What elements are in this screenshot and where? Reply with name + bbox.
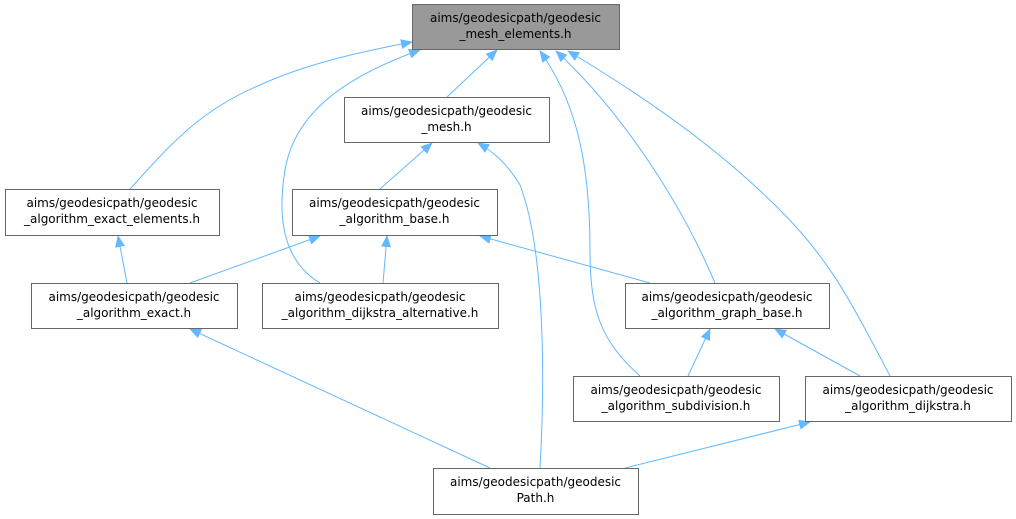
node-box	[262, 283, 499, 329]
node-label: aims/geodesicpath/geodesic	[450, 475, 621, 489]
node-box	[805, 376, 1012, 422]
node-label: _algorithm_exact_elements.h	[23, 212, 200, 226]
node-top: aims/geodesicpath/geodesic _mesh_elements…	[412, 4, 620, 50]
edge-subdivision-to-top	[539, 50, 641, 377]
node-dijkstra-alt[interactable]: aims/geodesicpath/geodesic _algorithm_dij…	[262, 283, 499, 329]
edge-dijkstra_alt-to-base	[381, 235, 392, 284]
edge-path-to-dijkstra	[624, 419, 811, 469]
node-exact[interactable]: aims/geodesicpath/geodesic _algorithm_exa…	[31, 283, 238, 329]
node-label: aims/geodesicpath/geodesic	[590, 383, 761, 397]
node-dijkstra[interactable]: aims/geodesicpath/geodesic _algorithm_dij…	[805, 376, 1012, 422]
edge-dijkstra-to-graph_base	[774, 328, 861, 377]
edge-mesh-to-top	[446, 49, 498, 98]
node-label: aims/geodesicpath/geodesic	[430, 11, 601, 25]
node-box	[31, 283, 238, 329]
node-graph-base[interactable]: aims/geodesicpath/geodesic _algorithm_gra…	[625, 283, 830, 329]
node-label: _algorithm_dijkstra.h	[844, 399, 971, 413]
node-subdivision[interactable]: aims/geodesicpath/geodesic _algorithm_sub…	[573, 376, 780, 422]
edge-base-to-mesh	[379, 142, 433, 190]
node-label: _algorithm_exact.h	[76, 306, 191, 320]
node-label: _algorithm_subdivision.h	[601, 399, 751, 413]
node-box	[412, 4, 620, 50]
edge-path-to-mesh	[477, 142, 544, 469]
edge-dijkstra_alt-to-top	[281, 48, 421, 284]
node-mesh[interactable]: aims/geodesicpath/geodesic _mesh.h	[344, 97, 550, 143]
node-label: aims/geodesicpath/geodesic	[641, 290, 812, 304]
edge-graph_base-to-base	[479, 234, 651, 284]
node-label: _algorithm_base.h	[339, 212, 450, 226]
node-label: aims/geodesicpath/geodesic	[26, 196, 197, 210]
edge-subdivision-to-graph_base	[687, 328, 711, 377]
edge-graph_base-to-top	[555, 50, 716, 284]
node-label: aims/geodesicpath/geodesic	[309, 196, 480, 210]
node-box	[5, 189, 220, 236]
node-label: _algorithm_dijkstra_alternative.h	[281, 306, 479, 320]
node-box	[625, 283, 830, 329]
node-label: Path.h	[517, 491, 555, 505]
node-label: _mesh.h	[420, 120, 471, 134]
edge-exact-to-base	[189, 235, 321, 284]
edge-exact_elements-to-top	[129, 39, 413, 190]
node-exact-elements[interactable]: aims/geodesicpath/geodesic _algorithm_exa…	[5, 189, 220, 236]
edge-exact-to-exact_elements	[115, 235, 128, 284]
node-label: _mesh_elements.h	[458, 27, 571, 41]
node-label: aims/geodesicpath/geodesic	[294, 290, 465, 304]
node-base[interactable]: aims/geodesicpath/geodesic _algorithm_bas…	[292, 189, 498, 236]
node-box	[292, 189, 498, 236]
node-label: aims/geodesicpath/geodesic	[361, 104, 532, 118]
node-box	[344, 97, 550, 143]
node-label: aims/geodesicpath/geodesic	[48, 290, 219, 304]
node-box	[433, 468, 639, 515]
node-label: aims/geodesicpath/geodesic	[822, 383, 993, 397]
node-label: _algorithm_graph_base.h	[650, 306, 802, 320]
edge-dijkstra-to-top	[567, 50, 891, 377]
node-box	[573, 376, 780, 422]
edge-path-to-exact	[189, 328, 491, 469]
